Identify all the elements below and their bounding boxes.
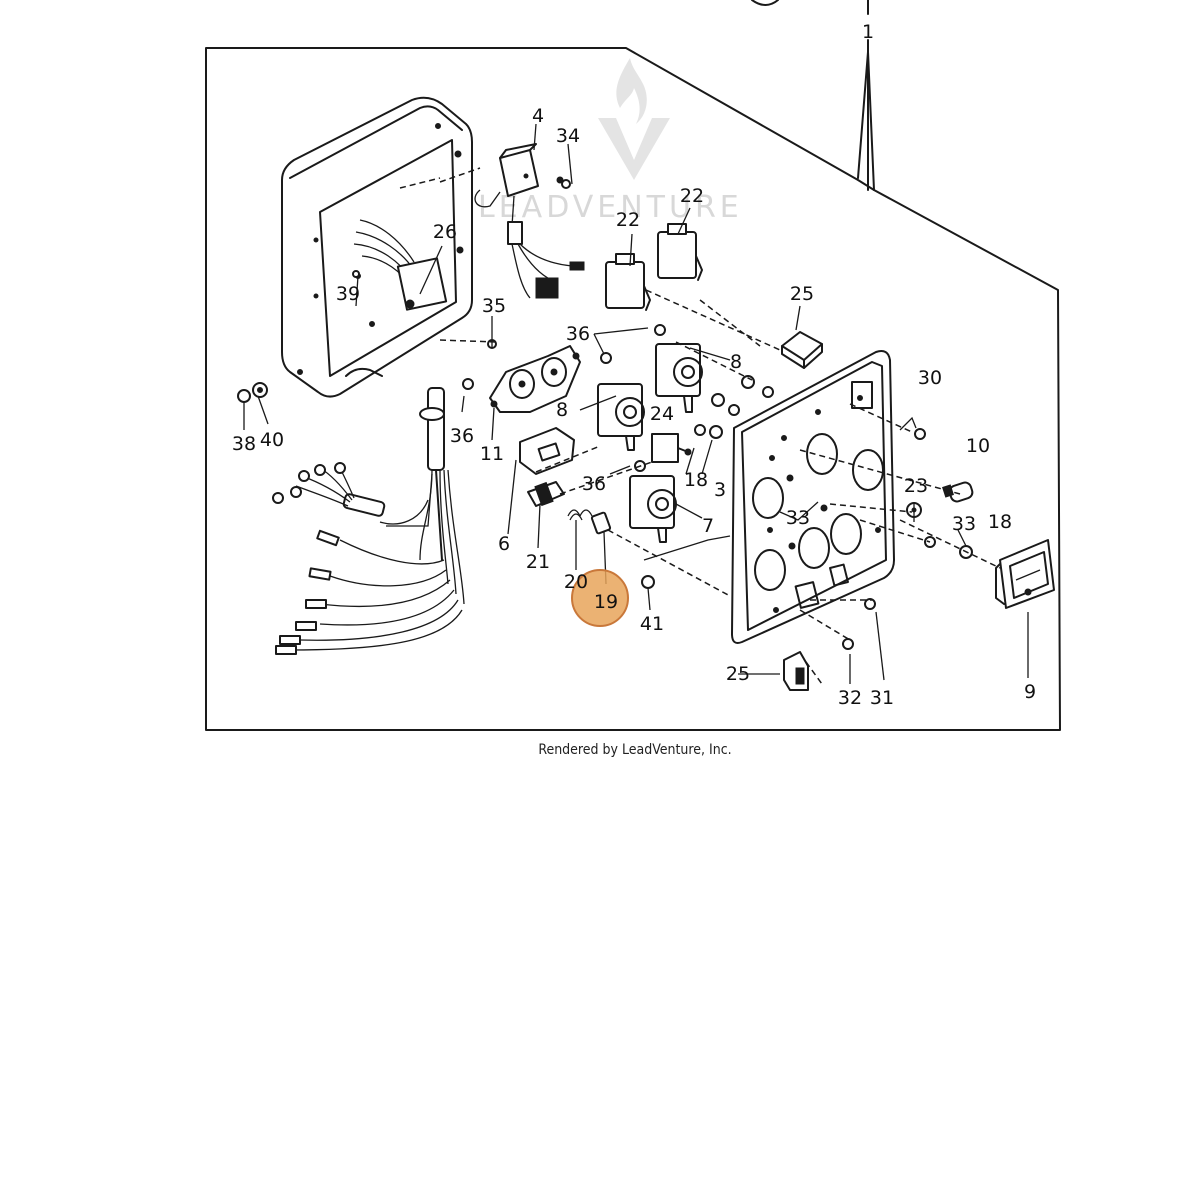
watermark-v-icon xyxy=(598,118,670,180)
callout-9[interactable]: 9 xyxy=(1024,681,1036,703)
callout-4[interactable]: 4 xyxy=(532,105,544,127)
callout-10[interactable]: 10 xyxy=(966,435,990,457)
knob-part-10 xyxy=(942,481,974,503)
callout-11[interactable]: 11 xyxy=(480,443,504,465)
relay-part-4 xyxy=(474,143,585,299)
circuit-breaker-part-22a xyxy=(605,253,651,311)
callout-22[interactable]: 22 xyxy=(680,185,704,207)
watermark-flame-icon xyxy=(616,58,647,124)
callout-31[interactable]: 31 xyxy=(870,687,894,709)
receptacle-part-7 xyxy=(629,475,677,543)
bushing-part-19 xyxy=(590,511,612,535)
rear-housing xyxy=(281,96,481,398)
rocker-switch-part-25-bottom xyxy=(783,651,809,691)
callout-41[interactable]: 41 xyxy=(640,613,664,635)
duplex-outlet-part-11 xyxy=(489,345,581,413)
callout-33[interactable]: 33 xyxy=(952,513,976,535)
callout-25[interactable]: 25 xyxy=(790,283,814,305)
terminal-block-part-26 xyxy=(405,299,415,309)
callout-labels: 1 4 34 22 22 26 39 35 25 36 8 30 38 40 3… xyxy=(232,21,1036,709)
watermark-brand: LEADVENTURE xyxy=(478,190,743,225)
callout-24[interactable]: 24 xyxy=(650,403,674,425)
render-caption: Rendered by LeadVenture, Inc. xyxy=(538,742,731,758)
callout-30[interactable]: 30 xyxy=(918,367,942,389)
callout-18[interactable]: 18 xyxy=(684,469,708,491)
callout-23[interactable]: 23 xyxy=(904,475,928,497)
receptacle-part-8-upper xyxy=(655,343,703,413)
callout-21[interactable]: 21 xyxy=(526,551,550,573)
part-1-leader xyxy=(751,0,875,191)
front-panel xyxy=(731,350,895,644)
toggle-switch-part-24 xyxy=(651,433,692,463)
callout-25[interactable]: 25 xyxy=(726,663,750,685)
callout-36[interactable]: 36 xyxy=(450,425,474,447)
meter-part-9 xyxy=(995,539,1055,609)
callout-36[interactable]: 36 xyxy=(582,473,606,495)
callout-40[interactable]: 40 xyxy=(260,429,284,451)
callout-36[interactable]: 36 xyxy=(566,323,590,345)
switch-part-6 xyxy=(519,427,575,475)
receptacle-part-8-lower xyxy=(597,383,645,451)
callout-8[interactable]: 8 xyxy=(730,351,742,373)
callout-35[interactable]: 35 xyxy=(482,295,506,317)
callout-22[interactable]: 22 xyxy=(616,209,640,231)
callout-19[interactable]: 19 xyxy=(594,591,618,613)
callout-6[interactable]: 6 xyxy=(498,533,510,555)
callout-38[interactable]: 38 xyxy=(232,433,256,455)
callout-26[interactable]: 26 xyxy=(433,221,457,243)
hardware-washers-nuts xyxy=(237,179,973,650)
callout-32[interactable]: 32 xyxy=(838,687,862,709)
callout-8[interactable]: 8 xyxy=(556,399,568,421)
slide-switch-part-21 xyxy=(527,481,565,507)
rocker-switch-part-25-top xyxy=(781,331,823,369)
callout-20[interactable]: 20 xyxy=(564,571,588,593)
cable-harness xyxy=(272,387,465,655)
spring-part-20 xyxy=(567,509,593,521)
callout-39[interactable]: 39 xyxy=(336,283,360,305)
callout-18[interactable]: 18 xyxy=(988,511,1012,533)
leader-lines xyxy=(243,123,1029,685)
circuit-breaker-part-22b xyxy=(657,223,703,281)
callout-34[interactable]: 34 xyxy=(556,125,580,147)
callout-7[interactable]: 7 xyxy=(702,515,714,537)
highlighted-part-marker[interactable] xyxy=(571,569,629,627)
callout-1[interactable]: 1 xyxy=(862,21,874,43)
callout-3[interactable]: 3 xyxy=(714,479,726,501)
callout-33[interactable]: 33 xyxy=(786,507,810,529)
leadventure-watermark: LEADVENTURE xyxy=(478,58,743,225)
assembly-frame xyxy=(205,47,1061,731)
